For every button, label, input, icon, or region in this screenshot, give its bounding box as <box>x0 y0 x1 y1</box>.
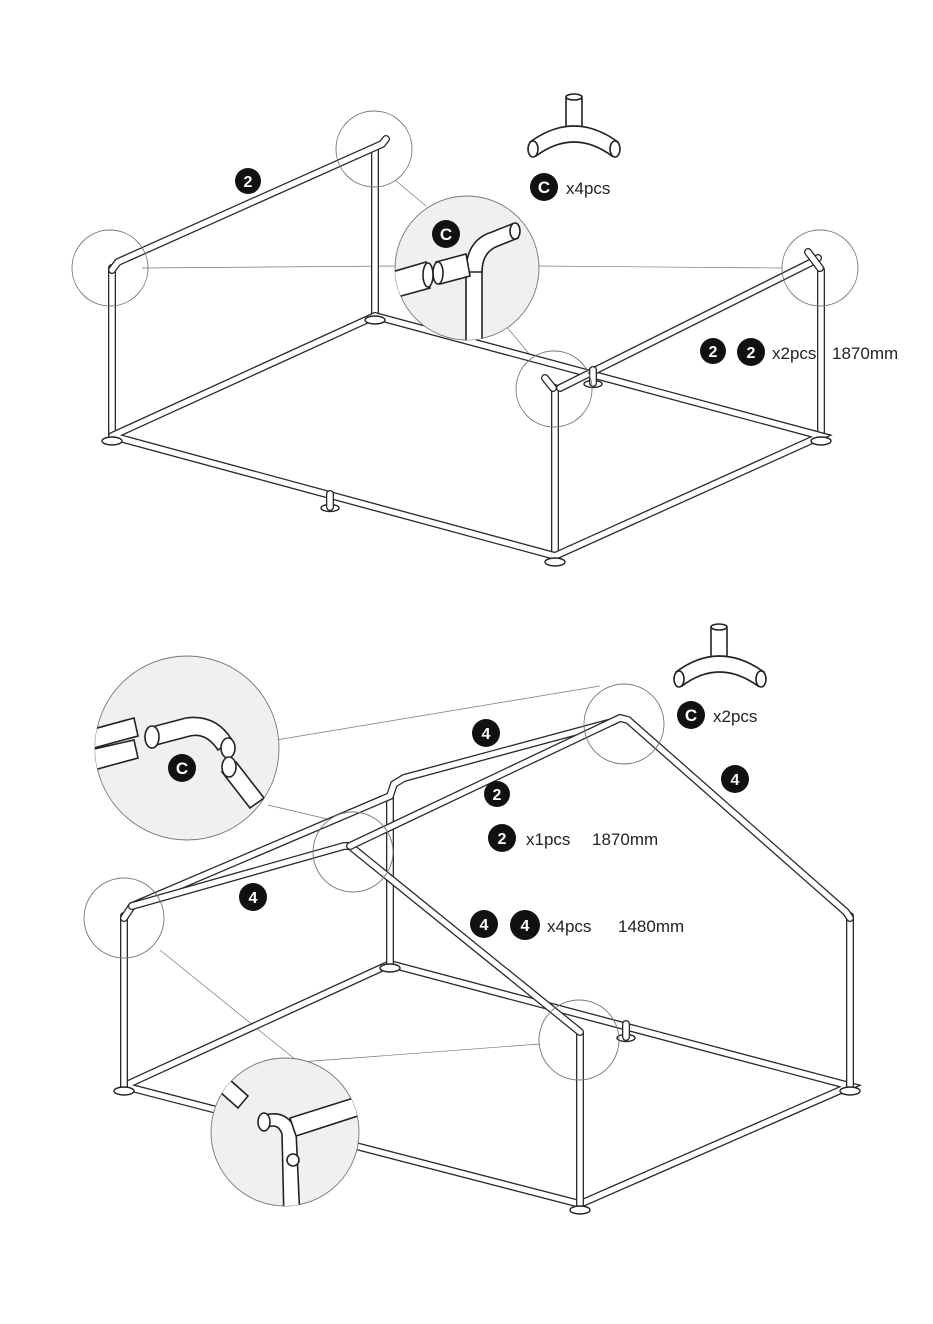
step-1-connector-badge: C <box>530 173 558 201</box>
svg-text:2: 2 <box>498 831 507 848</box>
elbow-connectors <box>545 252 820 388</box>
step-2-detail-badge: C <box>168 754 196 782</box>
svg-text:C: C <box>440 225 452 244</box>
step-2-connector-count: x2pcs <box>713 707 757 726</box>
top-pipe-back <box>112 139 386 270</box>
step-2-ridge-spec: 2 x1pcs 1870mm <box>488 824 658 852</box>
step-2-ridge-badge: 2 <box>484 781 510 807</box>
svg-text:4: 4 <box>480 917 489 934</box>
step-1-diagram: C x4pcs C 2 2 2 x2pcs 1870mm <box>0 0 933 600</box>
step-1-pipe-spec: 2 2 x2pcs 1870mm <box>700 338 898 366</box>
step-1-pipe-badge: 2 <box>235 168 261 194</box>
top-pipe-front <box>560 258 818 388</box>
step-1-detail-badge: C <box>432 220 460 248</box>
svg-text:C: C <box>538 178 550 197</box>
svg-text:C: C <box>176 759 188 778</box>
connector-detail-callout-upper <box>90 656 279 840</box>
step-2-roof-badge-3: 4 <box>239 883 267 911</box>
svg-text:4: 4 <box>731 772 740 789</box>
step-1-connector-count: x4pcs <box>566 179 610 198</box>
connector-detail-callout-lower <box>211 1058 364 1220</box>
three-way-elbow-connector-icon <box>674 624 766 687</box>
svg-text:4: 4 <box>249 890 258 907</box>
svg-text:4: 4 <box>521 918 530 935</box>
step-2-roof-badge-1: 4 <box>472 719 500 747</box>
svg-text:1870mm: 1870mm <box>832 344 898 363</box>
svg-text:x4pcs: x4pcs <box>547 917 591 936</box>
svg-text:x1pcs: x1pcs <box>526 830 570 849</box>
step-1-panel: C x4pcs C 2 2 2 x2pcs 1870mm <box>0 0 933 600</box>
svg-text:x2pcs: x2pcs <box>772 344 816 363</box>
step-2-rafter-spec: 4 4 x4pcs 1480mm <box>470 910 684 940</box>
step-2-panel: C x2pcs C 4 4 4 2 <box>0 600 933 1324</box>
three-way-elbow-connector-icon <box>528 94 620 157</box>
svg-text:2: 2 <box>493 787 502 804</box>
svg-text:4: 4 <box>482 726 491 743</box>
svg-text:2: 2 <box>747 345 756 362</box>
step-2-connector-badge: C <box>677 701 705 729</box>
svg-text:1480mm: 1480mm <box>618 917 684 936</box>
step-2-diagram: C x2pcs C 4 4 4 2 <box>0 600 933 1324</box>
svg-text:2: 2 <box>709 344 718 361</box>
svg-text:C: C <box>685 706 697 725</box>
svg-text:2: 2 <box>244 174 253 191</box>
svg-text:1870mm: 1870mm <box>592 830 658 849</box>
step-2-roof-badge-2: 4 <box>721 765 749 793</box>
